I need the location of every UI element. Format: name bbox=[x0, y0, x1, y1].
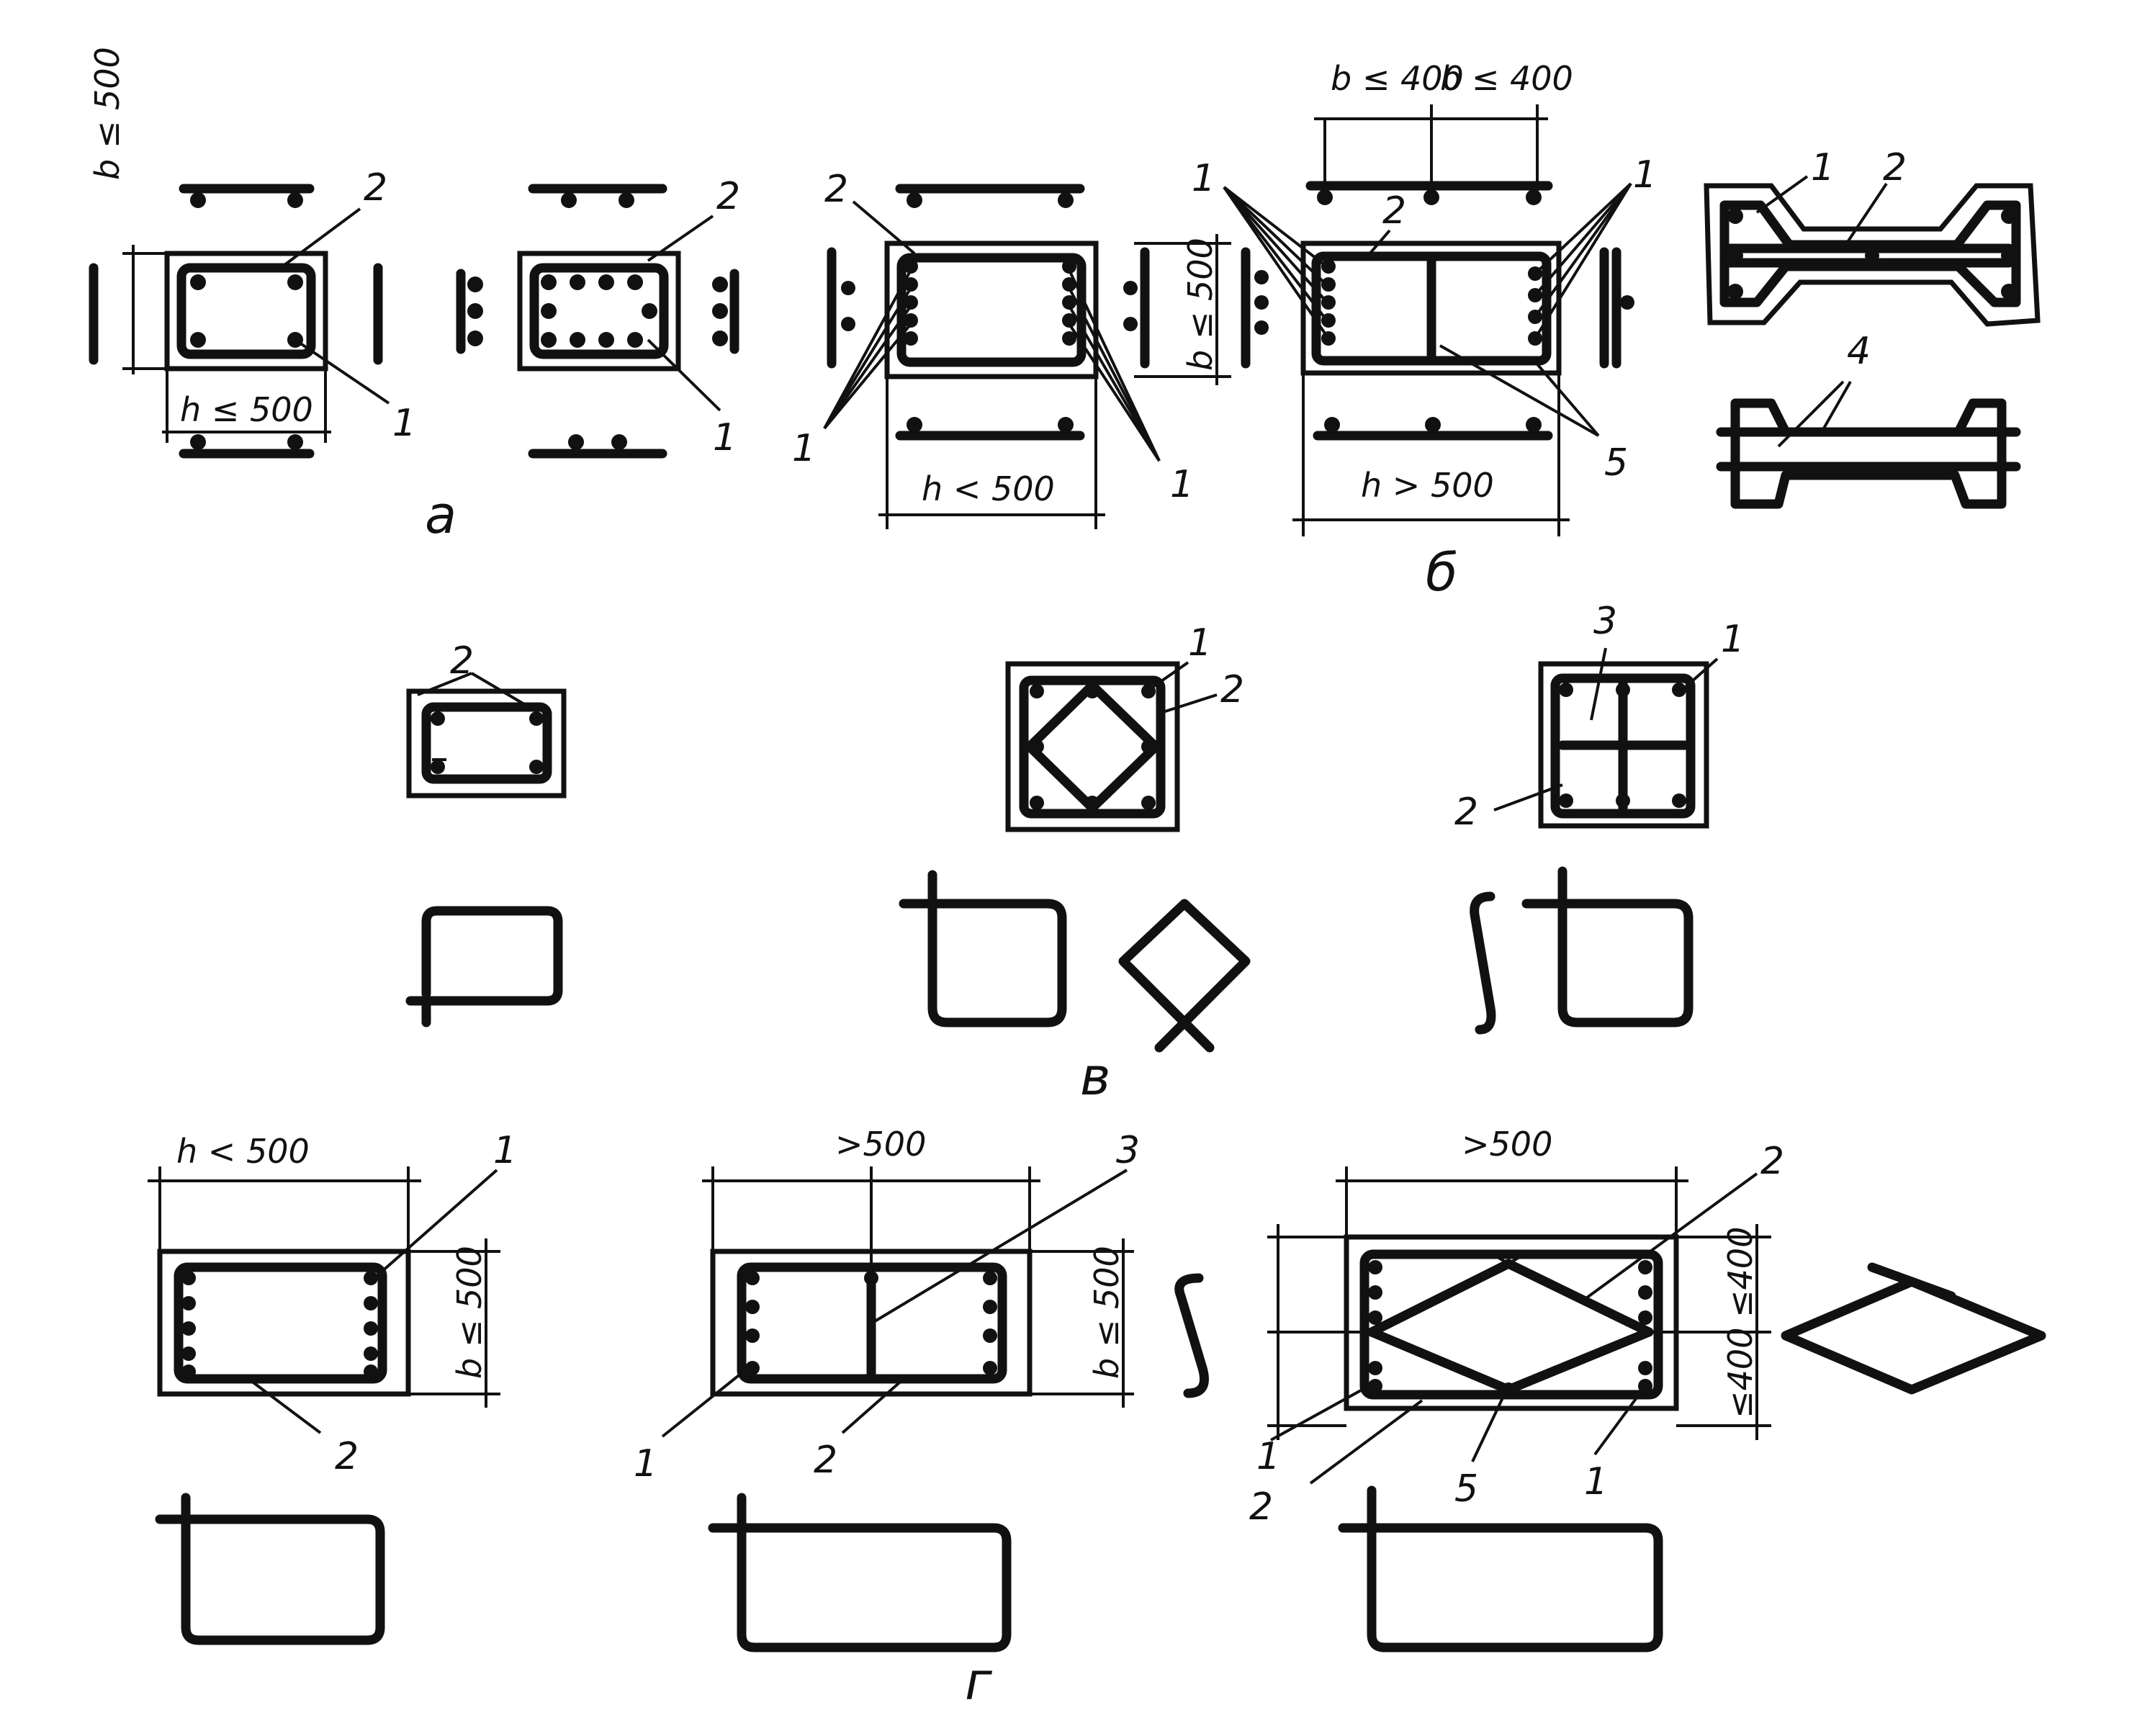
label-2: 2 bbox=[335, 1435, 359, 1478]
label-1: 1 bbox=[1584, 1460, 1608, 1503]
section-a3: 1 1 2 b ≤ 500 h < 500 bbox=[792, 168, 1231, 529]
dim-h-le-500: h ≤ 500 bbox=[180, 390, 313, 429]
label-2: 2 bbox=[1883, 146, 1907, 189]
label-1: 1 bbox=[1633, 153, 1657, 197]
label-1: 1 bbox=[713, 416, 737, 459]
label-2: 2 bbox=[364, 166, 387, 210]
label-1: 1 bbox=[1192, 157, 1215, 200]
label-2: 2 bbox=[814, 1439, 837, 1482]
section-v1: 2 bbox=[405, 639, 567, 1027]
label-1: 1 bbox=[392, 402, 416, 445]
label-2: 2 bbox=[824, 168, 848, 211]
section-g1: h < 500 b ≤ 500 1 2 bbox=[148, 1129, 517, 1645]
label-1: 1 bbox=[1721, 618, 1745, 661]
label-2: 2 bbox=[1220, 668, 1244, 711]
caption-v: в bbox=[1080, 1046, 1110, 1107]
dim-b-le-500: b ≤ 500 bbox=[1087, 1246, 1126, 1379]
label-1: 1 bbox=[1811, 146, 1835, 189]
group-a: b ≤ 500 h ≤ 500 2 1 2 bbox=[88, 47, 740, 545]
dim-b-le-400: b ≤ 400 bbox=[1331, 59, 1464, 98]
group-v: 2 1 2 bbox=[405, 600, 1745, 1107]
dim-b-le-400: b ≤ 400 bbox=[1440, 59, 1573, 98]
label-2: 2 bbox=[1382, 189, 1406, 233]
label-2: 2 bbox=[1760, 1140, 1784, 1183]
label-2: 2 bbox=[716, 175, 740, 218]
dim-h-lt-500: h < 500 bbox=[922, 469, 1055, 508]
section-b1: b ≤ 400 b ≤ 400 h > 500 1 1 2 5 б bbox=[1192, 59, 1657, 603]
section-ibeam: 1 2 4 bbox=[1704, 146, 2041, 509]
label-1: 1 bbox=[493, 1129, 517, 1172]
dim-b-le-500: b ≤ 500 bbox=[88, 47, 127, 180]
section-g3: >500 ≤400 ≤400 2 1 2 5 1 bbox=[1249, 1125, 2046, 1652]
dim-h-gt-500: h > 500 bbox=[1361, 466, 1494, 505]
dim-b-le-500: b ≤ 500 bbox=[1181, 238, 1220, 371]
caption-b: б bbox=[1426, 542, 1457, 603]
dim-gt-500: >500 bbox=[835, 1125, 926, 1164]
label-1: 1 bbox=[1188, 621, 1212, 665]
dim-le-400b: ≤400 bbox=[1721, 1328, 1760, 1418]
caption-a: а bbox=[425, 485, 456, 545]
label-3: 3 bbox=[1593, 600, 1617, 643]
dim-b-le-500: b ≤ 500 bbox=[450, 1246, 489, 1379]
section-a1: b ≤ 500 h ≤ 500 2 1 bbox=[88, 47, 416, 459]
section-a2: 2 1 bbox=[456, 175, 740, 459]
label-1: 1 bbox=[634, 1442, 657, 1485]
label-2: 2 bbox=[1454, 791, 1478, 834]
label-5: 5 bbox=[1604, 441, 1628, 485]
group-g: h < 500 b ≤ 500 1 2 >500 bbox=[148, 1125, 2046, 1712]
label-4: 4 bbox=[1847, 330, 1871, 373]
section-v2: 1 2 bbox=[899, 621, 1251, 1053]
dim-le-400: ≤400 bbox=[1721, 1227, 1760, 1318]
caption-g: г bbox=[965, 1651, 993, 1712]
label-1: 1 bbox=[1170, 463, 1194, 506]
section-v3: 3 1 2 bbox=[1454, 600, 1745, 1035]
dim-h-lt-500: h < 500 bbox=[176, 1132, 310, 1171]
label-2: 2 bbox=[450, 639, 474, 683]
dim-gt-500: >500 bbox=[1462, 1125, 1552, 1164]
label-1: 1 bbox=[792, 427, 816, 470]
label-2: 2 bbox=[1249, 1485, 1273, 1529]
label-1: 1 bbox=[1256, 1435, 1280, 1478]
label-5: 5 bbox=[1454, 1467, 1478, 1511]
label-3: 3 bbox=[1116, 1129, 1140, 1172]
section-g2: >500 b ≤ 500 3 1 2 bbox=[634, 1125, 1209, 1652]
